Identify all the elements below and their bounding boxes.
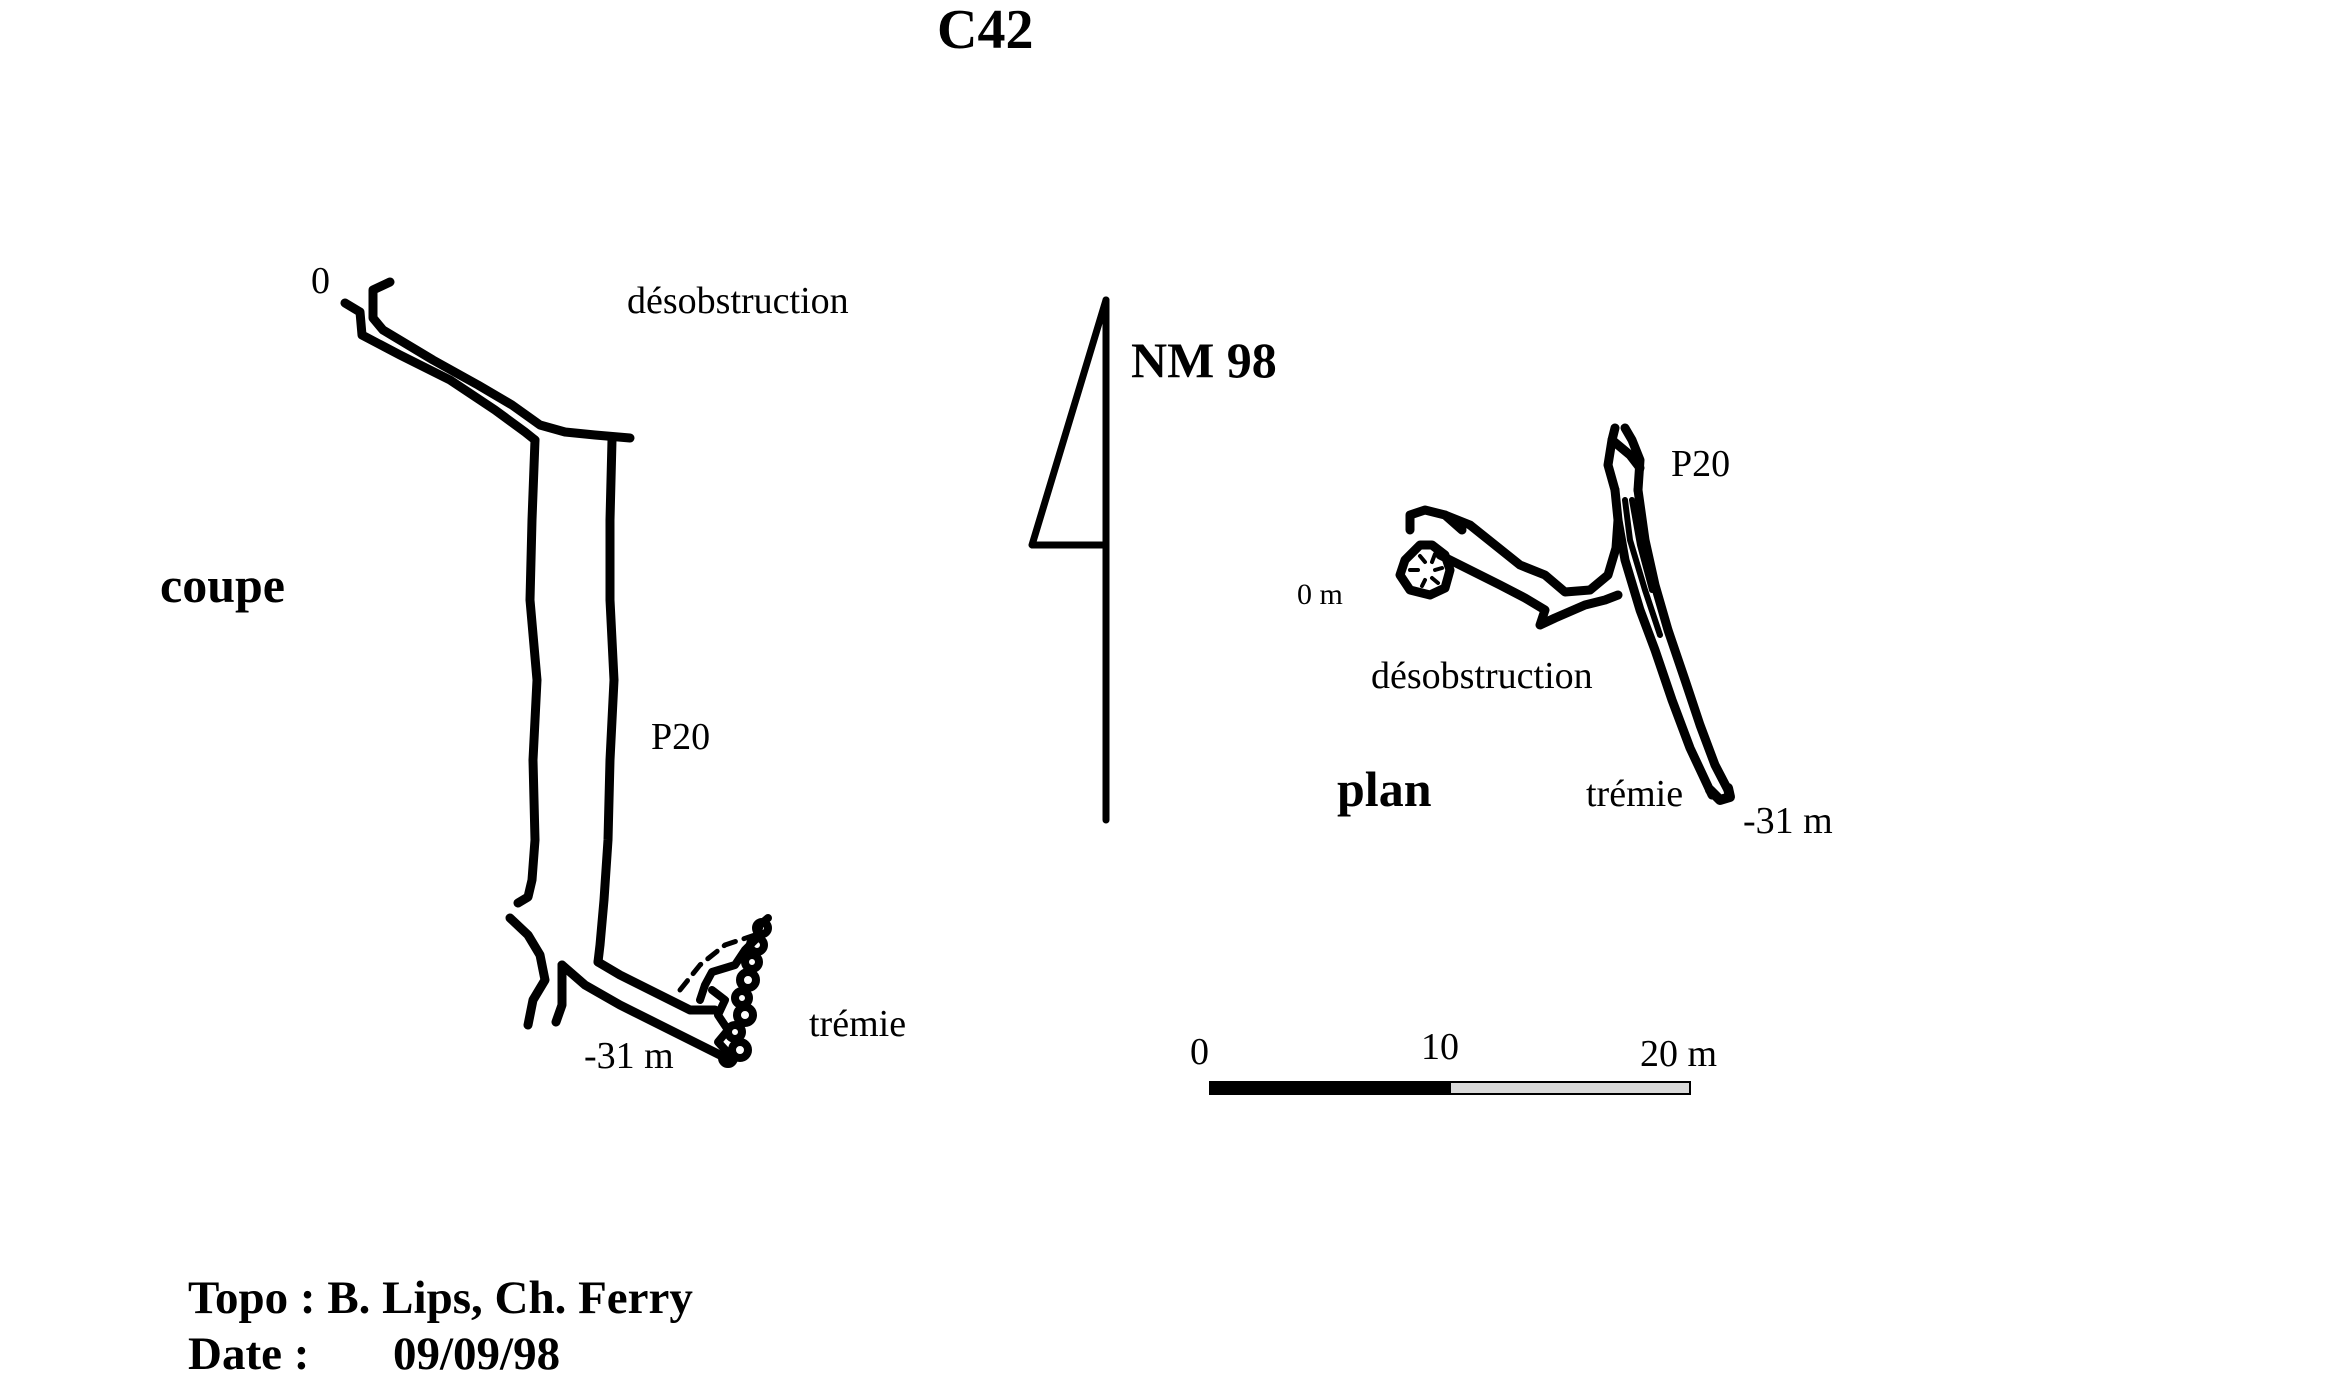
section-bottom-upper-floor [593,957,720,1015]
section-shaft-right-wall [593,435,619,967]
section-collapse-rubble [696,914,772,1068]
plan-descending-mid-line-2 [1629,497,1655,593]
plan-descending-mid-line-1 [1622,497,1663,638]
section-shaft-label: P20 [651,716,711,758]
plan-depth-label: -31 m [1743,800,1833,842]
section-entrance-label: 0 [311,260,330,302]
plan-entrance-ticks [1408,552,1444,588]
survey-date-value: 09/09/98 [393,1328,561,1380]
section-view-label: coupe [160,557,285,613]
plan-shaft-right-wall [1620,423,1645,495]
plan-view-label: plan [1337,761,1432,817]
plan-passage-lower-wall [1435,550,1623,630]
scale-label-20: 20 m [1640,1033,1718,1075]
plan-entrance-chamber [1395,540,1455,600]
plan-descending-right-wall [1633,485,1733,795]
plan-cave-outline [1395,423,1735,805]
scale-bar [1209,1081,1691,1095]
scale-bar-black-segment [1210,1082,1450,1094]
section-dig-label: désobstruction [627,280,849,322]
scale-label-10: 10 [1421,1026,1459,1068]
page-title: C42 [937,0,1034,61]
scale-bar-light-segment [1449,1081,1691,1095]
plan-collapse-label: trémie [1586,773,1684,815]
section-bottom-lower-floor [557,960,735,1065]
section-bottom-left-branch [505,913,550,1030]
survey-credit: Topo : B. Lips, Ch. Ferry [188,1272,693,1324]
section-bottom-right-branch [551,960,567,1027]
section-cave-outline [340,277,735,1065]
plan-passage-upper-wall [1440,485,1623,597]
section-entrance-lower-wall [340,298,540,445]
scale-label-0: 0 [1190,1031,1209,1073]
north-arrow-symbol [1028,296,1110,824]
north-arrow-label: NM 98 [1131,332,1277,388]
plan-shaft-label: P20 [1671,443,1731,485]
section-entrance-upper-wall [368,277,635,443]
section-shaft-left-wall [513,435,542,908]
plan-shaft-top [1607,435,1645,473]
plan-end-collapse [1705,783,1735,805]
plan-dig-label: désobstruction [1371,655,1593,697]
section-collapse-dashed-ceiling [677,932,758,993]
survey-date-label: Date : [188,1328,310,1380]
plan-descending-left-wall [1613,515,1717,800]
section-depth-label: -31 m [584,1035,674,1077]
plan-shaft-left-wall [1603,423,1620,495]
section-collapse-label: trémie [809,1003,907,1045]
plan-entrance-label: 0 m [1297,578,1343,611]
